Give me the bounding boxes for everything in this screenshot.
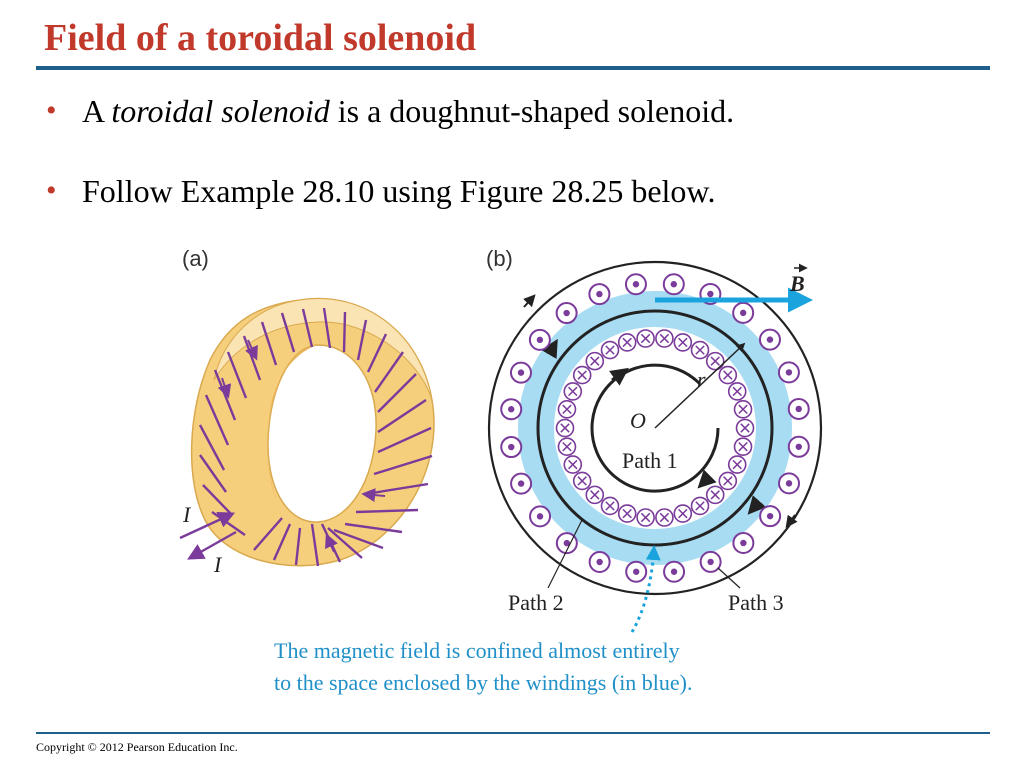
- wire-out-of-page-icon: [732, 301, 755, 324]
- wire-out-of-page-icon: [588, 283, 611, 306]
- wire-into-page-icon: [600, 340, 620, 360]
- path-3-loop: [487, 260, 823, 596]
- inner-windings-into-page: [555, 329, 755, 527]
- wire-out-of-page-icon: [625, 560, 648, 583]
- wire-into-page-icon: [617, 504, 637, 523]
- wire-into-page-icon: [557, 399, 577, 419]
- slide-title: Field of a toroidal solenoid: [44, 17, 477, 59]
- wire-out-of-page-icon: [732, 531, 755, 554]
- path-2-label: Path 2: [508, 590, 564, 615]
- wire-out-of-page-icon: [500, 436, 523, 459]
- toroid-top-rim: [213, 298, 433, 401]
- wire-into-page-icon: [655, 508, 674, 527]
- toroid-hole: [267, 344, 377, 523]
- figure-caption-line-1: The magnetic field is confined almost en…: [274, 638, 680, 663]
- bullet-text: Follow Example 28.10 using Figure 28.25 …: [82, 173, 716, 209]
- wire-into-page-icon: [727, 455, 747, 474]
- panel-b-label: (b): [486, 246, 513, 271]
- wire-out-of-page-icon: [588, 551, 611, 574]
- field-vector-label: B: [789, 271, 805, 296]
- current-lead-out: [187, 530, 237, 560]
- wire-out-of-page-icon: [529, 505, 552, 528]
- bullet-dot-icon: •: [46, 94, 57, 127]
- footer-divider: [36, 732, 990, 734]
- wire-out-of-page-icon: [509, 361, 532, 384]
- wire-out-of-page-icon: [662, 273, 685, 296]
- wire-out-of-page-icon: [758, 328, 781, 351]
- wire-out-of-page-icon: [759, 505, 782, 528]
- toroid-drawing: [179, 297, 435, 567]
- wire-out-of-page-icon: [777, 361, 800, 384]
- toroid-windings: [198, 307, 433, 567]
- wire-into-page-icon: [727, 382, 747, 401]
- wire-into-page-icon: [557, 437, 577, 457]
- panel-a-label: (a): [182, 246, 209, 271]
- path-1-label: Path 1: [622, 448, 678, 473]
- wire-out-of-page-icon: [510, 472, 533, 495]
- radius-label: r: [697, 367, 706, 392]
- wire-into-page-icon: [673, 333, 693, 352]
- cross-section: B r O Path 1 Path 2 Path 3: [487, 260, 823, 633]
- wire-out-of-page-icon: [500, 398, 523, 421]
- wire-into-page-icon: [705, 351, 725, 371]
- wire-into-page-icon: [585, 485, 605, 505]
- copyright-notice: Copyright © 2012 Pearson Education Inc.: [36, 740, 238, 754]
- figure-caption-line-2: to the space enclosed by the windings (i…: [274, 670, 693, 695]
- path-1-loop: [590, 363, 720, 493]
- bullet-text-pre: A: [82, 93, 112, 129]
- wire-into-page-icon: [600, 496, 620, 516]
- wire-into-page-icon: [733, 399, 753, 419]
- current-label-1: I: [182, 502, 192, 527]
- center-label: O: [630, 408, 646, 433]
- bullet-text-post: is a doughnut-shaped solenoid.: [329, 93, 735, 129]
- wire-into-page-icon: [585, 351, 605, 371]
- path-3-leader: [717, 567, 741, 589]
- wire-out-of-page-icon: [778, 472, 801, 495]
- bullet-item: • Follow Example 28.10 using Figure 28.2…: [46, 172, 734, 210]
- path-2-loop: [536, 309, 774, 547]
- wire-out-of-page-icon: [555, 532, 578, 555]
- wire-out-of-page-icon: [528, 328, 551, 351]
- path-2-leader: [547, 519, 583, 589]
- wire-out-of-page-icon: [787, 397, 810, 420]
- wire-into-page-icon: [563, 455, 583, 474]
- path-3-label: Path 3: [728, 590, 784, 615]
- bullet-list: • A toroidal solenoid is a doughnut-shap…: [46, 92, 734, 252]
- bullet-item: • A toroidal solenoid is a doughnut-shap…: [46, 92, 734, 130]
- wire-into-page-icon: [690, 340, 710, 360]
- wire-into-page-icon: [718, 365, 738, 385]
- bullet-dot-icon: •: [46, 174, 57, 207]
- wire-into-page-icon: [705, 485, 725, 505]
- wire-into-page-icon: [563, 382, 583, 401]
- wire-into-page-icon: [572, 471, 592, 491]
- current-label-2: I: [213, 552, 223, 577]
- bullet-text-emphasis: toroidal solenoid: [111, 93, 330, 129]
- caption-pointer: [630, 545, 661, 633]
- wire-out-of-page-icon: [624, 273, 647, 296]
- wire-into-page-icon: [718, 471, 738, 491]
- wire-into-page-icon: [572, 365, 592, 385]
- wire-out-of-page-icon: [663, 560, 686, 583]
- title-divider: [36, 66, 990, 70]
- wire-into-page-icon: [735, 418, 755, 438]
- wire-into-page-icon: [555, 418, 575, 438]
- wire-into-page-icon: [673, 504, 693, 523]
- wire-into-page-icon: [690, 496, 710, 516]
- wire-into-page-icon: [617, 333, 637, 352]
- wire-out-of-page-icon: [787, 435, 810, 458]
- wire-into-page-icon: [655, 329, 674, 348]
- current-lead-in: [179, 512, 236, 540]
- wire-out-of-page-icon: [699, 550, 722, 573]
- wire-into-page-icon: [636, 329, 655, 348]
- wire-into-page-icon: [733, 437, 753, 457]
- radius-arrow: [654, 342, 746, 429]
- wire-out-of-page-icon: [555, 302, 578, 325]
- wire-into-page-icon: [636, 508, 655, 527]
